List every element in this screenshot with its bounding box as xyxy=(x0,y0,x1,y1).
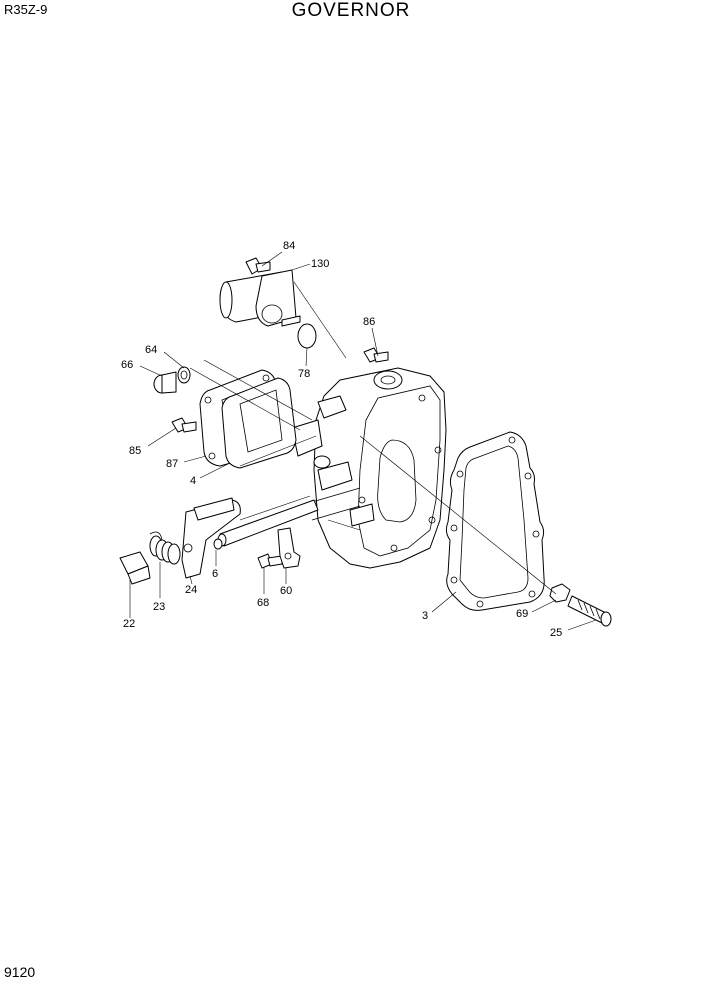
lever-part xyxy=(181,497,241,579)
callout-64: 64 xyxy=(145,344,157,356)
callout-60: 60 xyxy=(280,585,292,597)
callout-23: 23 xyxy=(153,601,165,613)
page-title: GOVERNOR xyxy=(291,0,411,21)
shaft-part xyxy=(213,499,319,550)
callout-78: 78 xyxy=(298,368,310,380)
callout-3: 3 xyxy=(422,610,428,622)
callout-4: 4 xyxy=(190,475,196,487)
callout-68: 68 xyxy=(257,597,269,609)
callout-22: 22 xyxy=(123,618,135,630)
callout-84: 84 xyxy=(283,240,295,252)
callout-6: 6 xyxy=(212,568,218,580)
plug-22-part xyxy=(119,551,151,585)
bolt-85-part xyxy=(171,417,197,433)
o-ring-part xyxy=(297,323,317,349)
solenoid-part xyxy=(219,269,301,327)
plug-66-part xyxy=(153,371,177,394)
bolt-86-part xyxy=(363,347,389,363)
gasket-part xyxy=(445,431,545,611)
callout-86: 86 xyxy=(363,316,375,328)
bolt-68-part xyxy=(257,553,283,569)
bolt-84-part xyxy=(245,257,271,275)
callout-85: 85 xyxy=(129,445,141,457)
callout-labels: 84 130 86 64 66 78 85 87 4 3 69 25 22 23… xyxy=(121,240,562,639)
washer-64-part xyxy=(177,366,191,384)
callout-130: 130 xyxy=(311,258,329,270)
model-code: R35Z-9 xyxy=(4,2,48,17)
spring-part xyxy=(149,531,181,565)
stud-bolt-part xyxy=(567,595,612,627)
callout-66: 66 xyxy=(121,359,133,371)
callout-24: 24 xyxy=(185,584,197,596)
bracket-part xyxy=(277,527,301,569)
callout-25: 25 xyxy=(550,627,562,639)
callout-69: 69 xyxy=(516,608,528,620)
callout-87: 87 xyxy=(166,458,178,470)
nut-part xyxy=(549,583,571,603)
governor-housing-part xyxy=(291,367,447,569)
page-number: 9120 xyxy=(4,964,36,980)
leader-lines xyxy=(129,251,597,631)
